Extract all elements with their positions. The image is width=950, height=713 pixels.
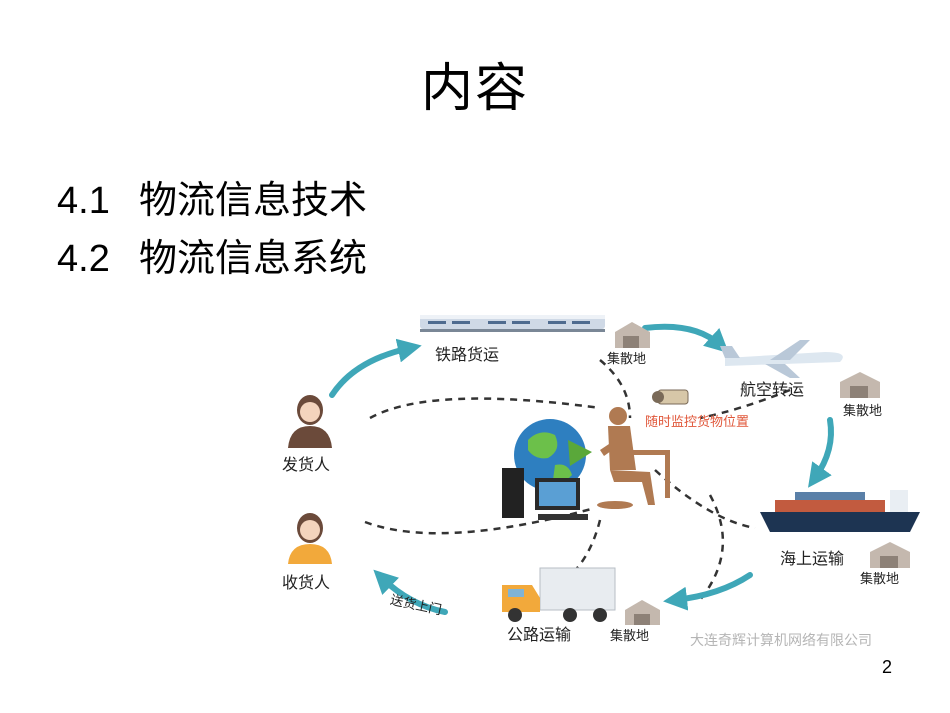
page-number: 2 [881,657,892,677]
train-icon [420,315,605,332]
sender-person-icon [288,395,332,448]
item-number: 4.1 [57,180,110,222]
plane-icon [720,340,843,378]
delivery-label: 送货上门 [389,592,443,618]
operator-icon [597,407,670,509]
list-item: 4.2 物流信息系统 [57,230,367,288]
hub-label-road: 集散地 [610,628,649,644]
truck-icon [502,567,616,622]
road-label: 公路运输 [507,625,571,644]
ship-icon [760,490,920,532]
arrow-to-rail [329,338,422,398]
item-text: 物流信息技术 [139,178,368,222]
watermark-text: 大连奇辉计算机网络有限公司 [690,632,872,649]
arrow-to-road [663,572,753,611]
camera-icon [652,389,689,405]
receiver-person-icon [288,513,332,564]
warehouse-icon [625,600,660,625]
item-number: 4.2 [57,238,110,280]
computer-icon [502,468,588,520]
hub-label-air: 集散地 [843,403,882,419]
hub-label-rail: 集散地 [607,351,646,367]
hub-label-sea: 集散地 [860,571,899,587]
item-text: 物流信息系统 [139,236,368,280]
sea-label: 海上运输 [780,549,844,568]
warehouse-icon [840,372,880,398]
logistics-diagram: 铁路货运 集散地 航空转运 集散地 海上运输 集散地 公 [282,315,920,649]
rail-label: 铁路货运 [435,345,499,364]
flow-arrows [329,323,834,615]
arrow-to-sea [808,417,834,488]
content-list: 4.1 物流信息技术 4.2 物流信息系统 [57,172,367,288]
warehouse-icon [870,542,910,568]
arrow-to-receiver [373,569,448,615]
globe-icon [514,419,592,491]
arrow-to-air [642,323,729,354]
warehouse-icon [615,322,650,348]
receiver-label: 收货人 [282,573,330,592]
sender-label: 发货人 [282,455,330,474]
monitor-label: 随时监控货物位置 [645,414,749,430]
slide-title: 内容 [420,59,529,119]
list-item: 4.1 物流信息技术 [57,172,367,230]
air-label: 航空转运 [740,380,804,399]
